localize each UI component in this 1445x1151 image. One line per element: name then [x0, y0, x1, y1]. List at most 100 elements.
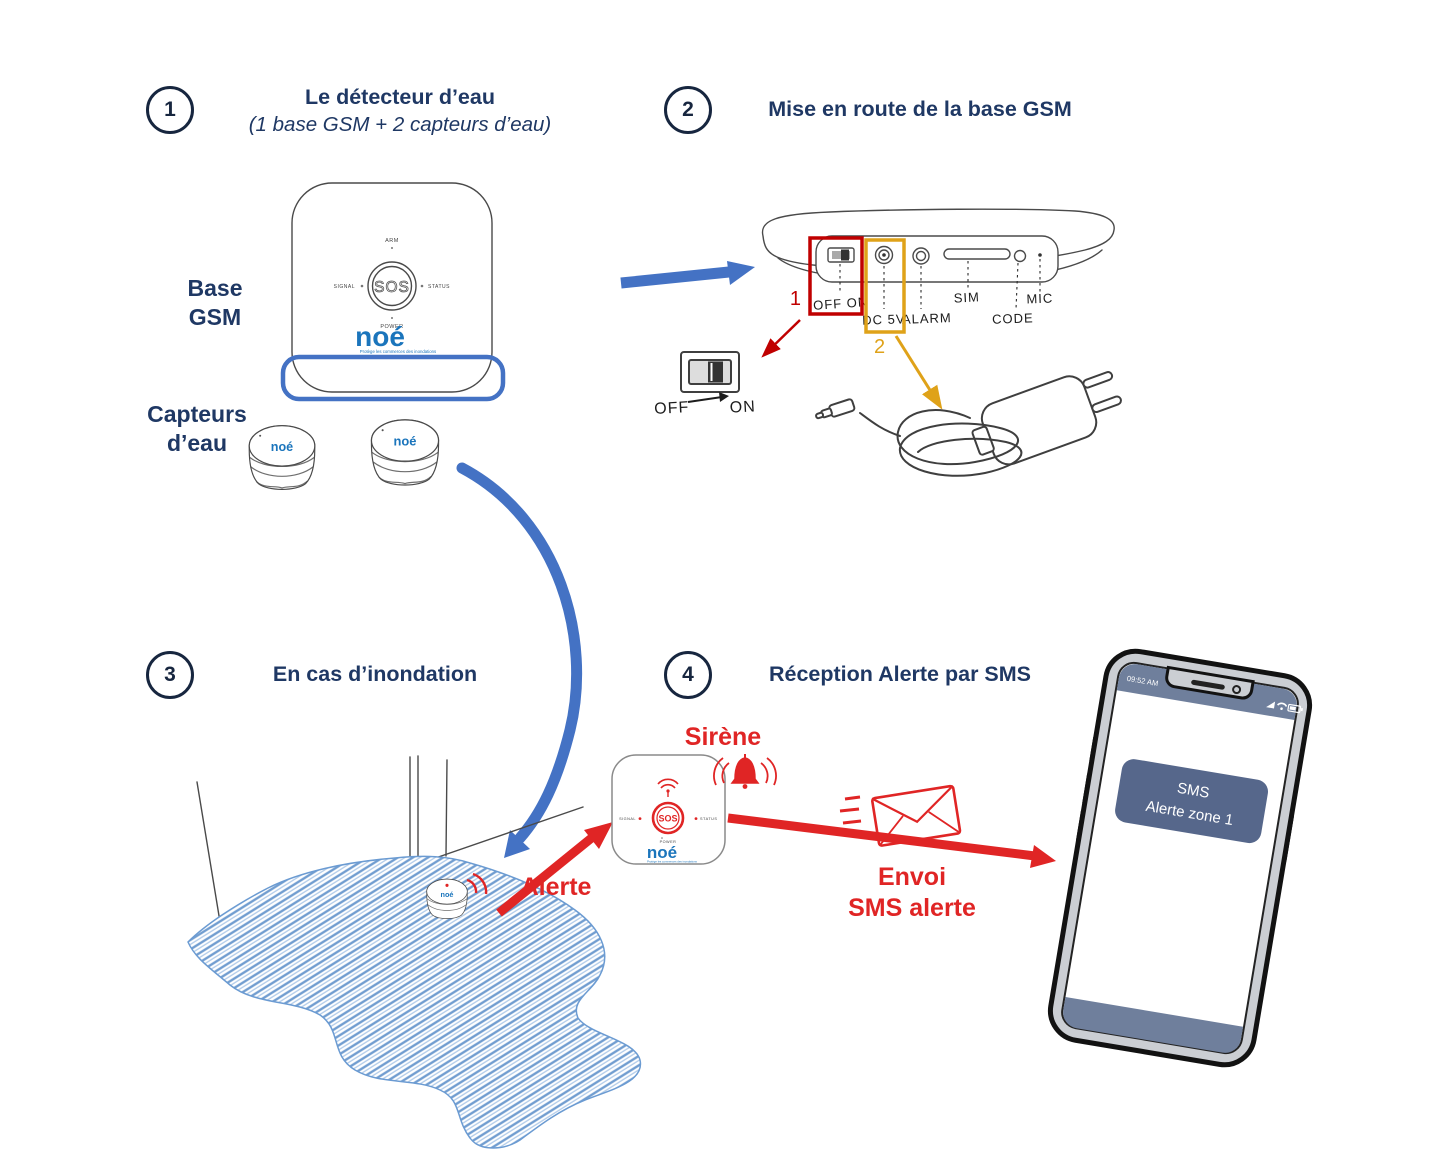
- step-3-number: 3: [164, 663, 176, 686]
- wifi-icon: [1277, 702, 1288, 707]
- sensor-2-logo: noé: [394, 434, 417, 449]
- arrow-to-adapter: [894, 335, 943, 410]
- port-label-sim: SIM: [953, 289, 980, 305]
- alert-arrow-shaft: [496, 832, 597, 917]
- highlight-box-1: [808, 236, 864, 316]
- step-3-title: En cas d’inondation: [272, 662, 478, 686]
- siren-bell-icon: [713, 754, 777, 789]
- step-2-title: Mise en route de la base GSM: [768, 97, 1072, 121]
- base-alarm-body: [611, 754, 726, 865]
- rear-port-panel: [815, 235, 1059, 283]
- flood-water: [187, 855, 642, 1149]
- alarm-sos-button: [651, 801, 685, 835]
- step-4-number: 4: [682, 663, 694, 686]
- sms-title: SMS: [1176, 780, 1211, 802]
- sos-button: [367, 261, 417, 311]
- noe-logo: noé: [355, 321, 405, 352]
- step-4-title: Réception Alerte par SMS: [768, 662, 1032, 686]
- highlight-box-2: [864, 238, 906, 334]
- onoff-switch: [827, 247, 855, 263]
- switch-knob: [708, 361, 723, 383]
- sensor-1-logo: noé: [271, 440, 293, 454]
- speed-lines: [839, 795, 862, 825]
- step-1-number: 1: [164, 98, 176, 121]
- arrow-to-switch-detail: [761, 319, 801, 358]
- flood-scene-illustration: noé: [187, 755, 642, 1149]
- sensor-alarm-led: [445, 883, 449, 887]
- envoi-sms-label: Envoi SMS alerte: [848, 863, 976, 922]
- step-1-subtitle: (1 base GSM + 2 capteurs d’eau): [248, 113, 552, 136]
- arrow-sensors-to-flood: [456, 462, 583, 858]
- coiled-cable: [859, 409, 1023, 477]
- arm-label: ARM: [385, 238, 399, 244]
- step-1-title: Le détecteur d’eau (1 base GSM + 2 capte…: [225, 83, 575, 139]
- adapter-prong: [1091, 395, 1122, 414]
- arrow-step1-to-step2: [620, 261, 755, 289]
- phone-screen: [1061, 661, 1299, 1055]
- alarm-sos-label: SOS: [658, 814, 677, 824]
- sirene-label: Sirène: [684, 723, 762, 751]
- status-led: [420, 284, 424, 288]
- flood-sensor-illustration: noé: [426, 878, 468, 919]
- alert-arrow-head: [584, 822, 613, 849]
- marker-1: 1: [790, 288, 801, 310]
- antenna-signal-icon: [657, 778, 679, 797]
- adapter-prong: [1082, 371, 1114, 389]
- switch-on-label: ON: [729, 398, 756, 416]
- usb-plug: [971, 425, 995, 456]
- arrow-base-to-phone: [727, 813, 1056, 868]
- mic-hole: [1038, 253, 1042, 257]
- alarm-jack: [912, 247, 930, 265]
- smartphone: 09:52 AM SMS Alerte zone 1: [1042, 643, 1317, 1073]
- switch-detail-illustration: OFF ON: [654, 351, 756, 418]
- alarm-status-label: STATUS: [700, 817, 717, 821]
- port-label-dc5v: DC 5V: [862, 311, 906, 328]
- alarm-signal-label: SIGNAL: [619, 817, 636, 821]
- camera-dot: [1232, 685, 1242, 695]
- port-label-alarm: ALARM: [902, 310, 952, 327]
- step-2-badge: 2: [664, 86, 712, 134]
- flood-sensor-logo: noé: [441, 890, 454, 899]
- barrel-plug: [815, 398, 856, 420]
- code-button: [1013, 249, 1027, 263]
- base-gsm-body: [291, 182, 493, 393]
- step-3-badge: 3: [146, 651, 194, 699]
- base-gsm-alarm-illustration: SIGNAL SOS STATUS POWER noé Protège les …: [611, 754, 726, 865]
- step-4-badge: 4: [664, 651, 712, 699]
- status-label: STATUS: [428, 284, 450, 290]
- base-bottom-highlight: [280, 354, 506, 402]
- base-gsm-front-illustration: ARM SIGNAL SOS STATUS POWER noé Protège …: [280, 182, 506, 402]
- marker-2: 2: [874, 336, 885, 358]
- port-label-onoff: OFF ON: [813, 294, 869, 313]
- dc-5v-jack: [874, 245, 894, 265]
- signal-led: [360, 284, 364, 288]
- power-label: POWER: [380, 324, 403, 330]
- adapter-body: [980, 375, 1098, 466]
- bottom-bar: [1063, 997, 1244, 1053]
- power-adapter-illustration: [815, 371, 1122, 477]
- arm-led: [391, 247, 393, 249]
- alarm-noe-tagline: Protège les commerces des inondations: [647, 860, 697, 864]
- label-capteurs-eau: Capteurs d’eau: [147, 401, 247, 456]
- step-2-number: 2: [682, 98, 694, 121]
- signal-label: SIGNAL: [334, 284, 355, 290]
- signal-icon: [1266, 701, 1276, 709]
- alerte-label: Alerte: [520, 873, 592, 901]
- port-label-code: CODE: [992, 310, 1034, 326]
- sim-slot: [943, 248, 1011, 260]
- port-label-mic: MIC: [1026, 291, 1053, 307]
- sms-envelope-icon: [839, 784, 962, 847]
- sos-button-label: SOS: [374, 279, 410, 296]
- speaker-slot: [1191, 679, 1225, 690]
- power-led: [391, 317, 393, 319]
- base-gsm-rear-illustration: OFF ON DC 5V ALARM SIM CODE MIC 1 2: [761, 208, 1115, 410]
- step-1-badge: 1: [146, 86, 194, 134]
- noe-tagline: Protège les commerces des inondations: [360, 349, 436, 354]
- battery-icon: [1287, 703, 1304, 714]
- sms-notification: [1115, 759, 1268, 844]
- water-sensor-2-illustration: noé: [370, 419, 440, 486]
- alarm-power-label: POWER: [660, 840, 677, 844]
- radio-waves-icon: [466, 872, 488, 895]
- switch-off-label: OFF: [654, 399, 690, 418]
